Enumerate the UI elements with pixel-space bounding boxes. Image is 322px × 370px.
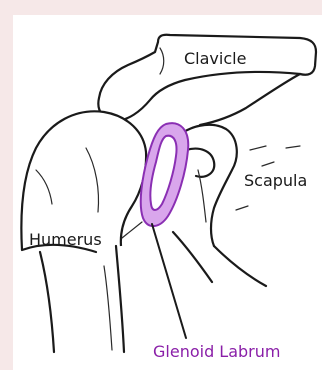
- label-glenoid-labrum: Glenoid Labrum: [153, 343, 280, 361]
- label-humerus: Humerus: [29, 231, 102, 249]
- label-clavicle: Clavicle: [184, 50, 246, 68]
- label-scapula: Scapula: [244, 172, 307, 190]
- clavicle-bone: [98, 35, 316, 121]
- glenoid-labrum-ring: [141, 123, 189, 226]
- humerus-leader-line: [122, 222, 142, 238]
